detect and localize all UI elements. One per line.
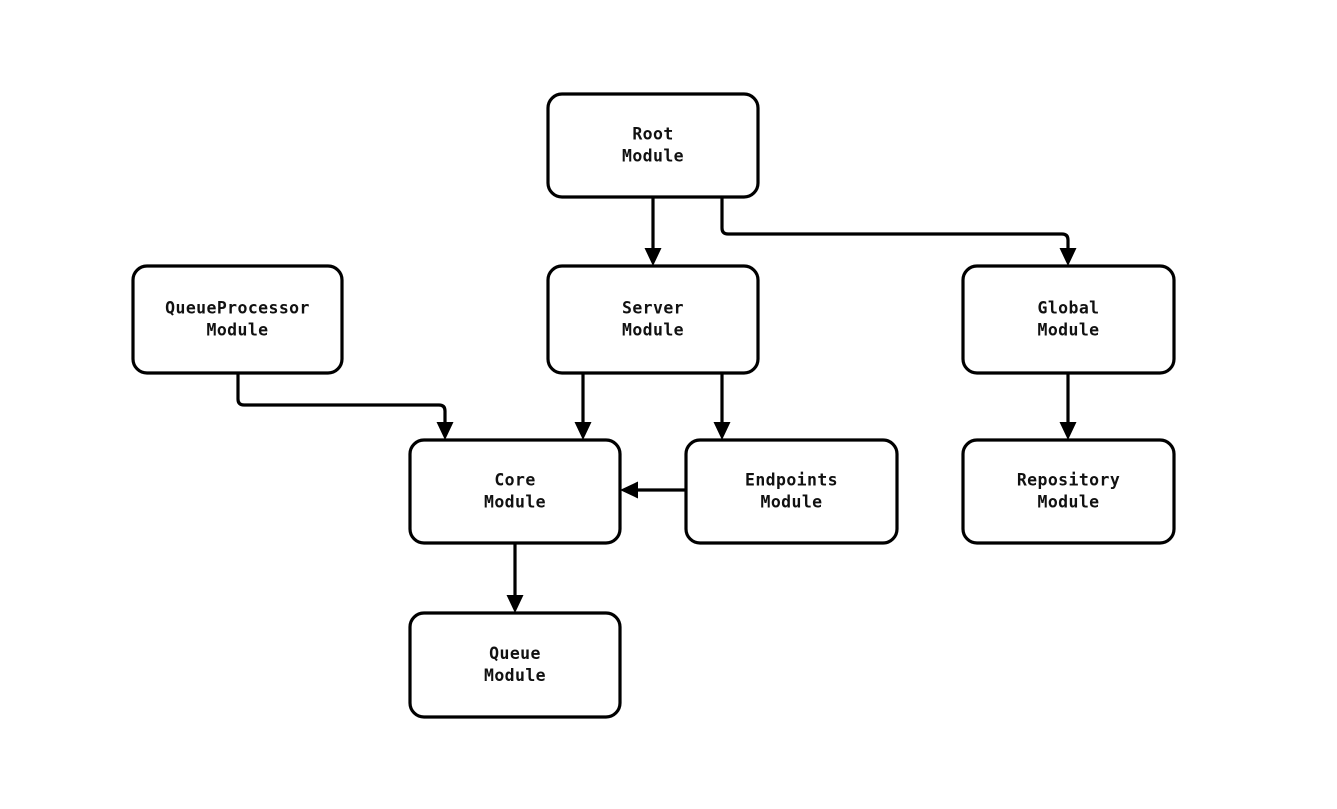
node-label-line1: Queue [489, 644, 541, 663]
node-label-line2: Module [484, 493, 546, 512]
arrowhead-icon [506, 595, 524, 613]
edge-root-to-server [644, 197, 662, 266]
arrowhead-icon [1059, 422, 1077, 440]
edge-server-to-core [574, 373, 592, 440]
edge-queueprocessor-to-core [236, 373, 454, 440]
node-box[interactable] [961, 264, 1176, 375]
arrowhead-icon [574, 422, 592, 440]
node-label-line1: Root [632, 125, 673, 144]
edges-layer [236, 197, 1077, 613]
node-label-line2: Module [484, 666, 546, 685]
node-label-line1: Endpoints [745, 471, 838, 490]
edge-global-to-repository [1059, 373, 1077, 440]
arrowhead-icon [436, 422, 454, 440]
node-box[interactable] [961, 438, 1176, 545]
node-box[interactable] [546, 92, 760, 199]
node-label-line1: Server [622, 299, 684, 318]
arrowhead-icon [713, 422, 731, 440]
node-label-line2: Module [206, 321, 268, 340]
node-box[interactable] [684, 438, 899, 545]
arrowhead-icon [620, 481, 638, 499]
node-label-line2: Module [622, 321, 684, 340]
node-box[interactable] [131, 264, 344, 375]
node-box[interactable] [408, 611, 622, 719]
arrowhead-icon [1059, 248, 1077, 266]
edge-line [236, 373, 447, 424]
edge-core-to-queue [506, 543, 524, 613]
arrowhead-icon [644, 248, 662, 266]
edge-endpoints-to-core [620, 481, 686, 499]
node-label-line2: Module [622, 147, 684, 166]
node-box[interactable] [408, 438, 622, 545]
node-label-line1: Repository [1017, 471, 1120, 490]
edge-line [720, 197, 1070, 250]
edge-server-to-endpoints [713, 373, 731, 440]
node-label-line1: QueueProcessor [165, 299, 310, 318]
node-label-line2: Module [1037, 493, 1099, 512]
node-label-line1: Global [1037, 299, 1099, 318]
node-label-line2: Module [1037, 321, 1099, 340]
node-box[interactable] [546, 264, 760, 375]
node-label-line2: Module [760, 493, 822, 512]
node-label-line1: Core [494, 471, 535, 490]
edge-root-to-global [720, 197, 1077, 266]
